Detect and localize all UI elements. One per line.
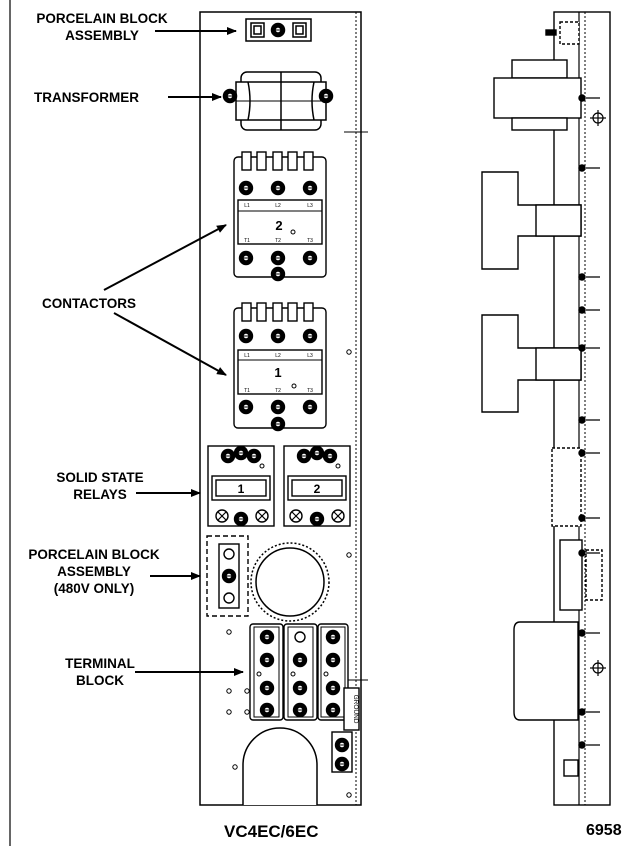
terminal-mark: L2 <box>275 203 281 209</box>
label-line: ASSEMBLY <box>57 564 131 579</box>
solid-state-relay-1 <box>207 445 275 527</box>
arrow-contactor-1 <box>113 312 227 376</box>
porcelain-block-top <box>245 18 312 42</box>
terminal-mark: T1 <box>244 238 250 244</box>
contactor-1 <box>233 302 327 432</box>
label-porcelain-block-480v: PORCELAIN BLOCK ASSEMBLY (480V ONLY) <box>14 546 174 597</box>
terminal-mark: L2 <box>275 353 281 359</box>
contactor-2 <box>233 151 327 282</box>
contactor-2-number: 2 <box>275 218 282 233</box>
terminal-mark: L1 <box>244 353 250 359</box>
label-line: PORCELAIN BLOCK <box>28 547 160 562</box>
model-caption: VC4EC/6EC <box>224 822 319 841</box>
terminal-mark: L3 <box>307 353 313 359</box>
figure-number: 6958 <box>586 822 622 839</box>
terminal-mark: T2 <box>275 238 281 244</box>
terminal-mark: T2 <box>275 388 281 394</box>
ground-lug <box>331 687 360 773</box>
relay-1-number: 1 <box>238 482 245 496</box>
label-line: BLOCK <box>76 673 124 688</box>
label-contactors: CONTACTORS <box>42 296 136 311</box>
terminal-mark: T1 <box>244 388 250 394</box>
label-solid-state-relays: SOLID STATE RELAYS <box>40 469 160 503</box>
terminal-mark: T3 <box>307 238 313 244</box>
label-line: (480V ONLY) <box>53 581 135 596</box>
porcelain-block-480v <box>206 535 249 617</box>
contactor-terminal-marks: L1 L2 L3 T1 T2 T3 L1 L2 L3 T1 T2 T3 <box>244 203 313 394</box>
ground-tag: GROUND <box>352 695 359 724</box>
contactor-1-number: 1 <box>274 365 281 380</box>
arrow-contactor-2 <box>103 224 227 291</box>
side-view <box>481 11 611 806</box>
terminal-mark: L1 <box>244 203 250 209</box>
label-line: RELAYS <box>73 487 127 502</box>
transformer <box>222 71 334 131</box>
label-line: SOLID STATE <box>56 470 144 485</box>
callout-arrows <box>103 27 244 676</box>
label-transformer: TRANSFORMER <box>34 90 139 105</box>
label-line: PORCELAIN BLOCK <box>36 11 168 26</box>
relay-2-number: 2 <box>314 482 321 496</box>
terminal-mark: L3 <box>307 203 313 209</box>
label-line: ASSEMBLY <box>65 28 139 43</box>
panel-notch <box>242 727 318 805</box>
terminal-mark: T3 <box>307 388 313 394</box>
conduit-knockout <box>250 542 330 622</box>
terminal-block <box>249 623 349 721</box>
label-line: TERMINAL <box>65 656 135 671</box>
solid-state-relay-2 <box>283 445 351 527</box>
label-porcelain-block-top: PORCELAIN BLOCK ASSEMBLY <box>22 10 182 44</box>
label-terminal-block: TERMINAL BLOCK <box>50 655 150 689</box>
